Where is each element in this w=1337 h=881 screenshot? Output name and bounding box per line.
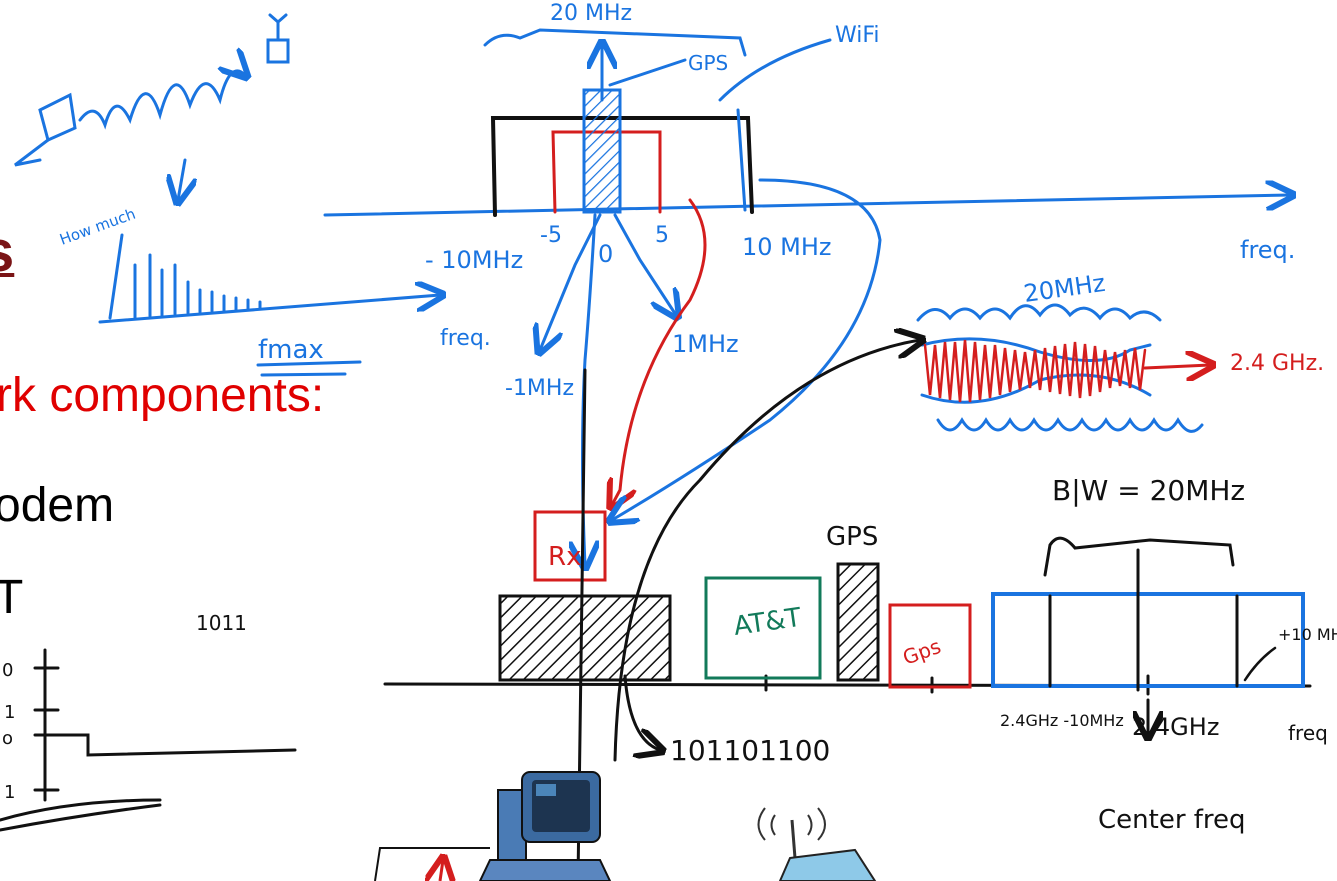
label-how-much: How much [57, 205, 138, 249]
label-gps-top: GPS [688, 51, 728, 75]
label-side-digit-2: o [2, 728, 13, 749]
label-tick-low: 2.4GHz -10MHz [1000, 711, 1124, 730]
label-gps-box: Gps [900, 634, 945, 670]
label-carrier: 2.4 GHz. [1230, 351, 1324, 376]
label-pos10mhz: 10 MHz [742, 233, 832, 261]
label-wifi: WiFi [835, 23, 880, 48]
label-bits-bottom: 101101100 [670, 734, 830, 767]
label-zero: 0 [598, 240, 613, 268]
bit-plot-sketch [0, 650, 295, 830]
label-fmax: fmax [258, 335, 324, 365]
label-bits-top: 1011 [196, 611, 247, 635]
label-plus10mhz: +10 MHz [1278, 625, 1337, 644]
label-plus1mhz: 1MHz [672, 330, 739, 358]
label-side-digit-1: 1 [4, 702, 15, 723]
laptop-sketch [15, 15, 288, 200]
wireless-router-icon [759, 808, 876, 881]
label-side-digit-3: 1 [4, 782, 15, 803]
label-att: AT&T [732, 603, 803, 642]
label-freq-left: freq. [440, 326, 491, 351]
label-freq-bottom: freq [1288, 721, 1328, 745]
label-neg5: -5 [540, 223, 562, 248]
label-rx: Rx [548, 542, 581, 572]
label-side-digit-0: 0 [2, 660, 13, 681]
label-neg10mhz: - 10MHz [425, 246, 523, 274]
computer-icon [375, 772, 610, 881]
label-gps-mid: GPS [826, 522, 878, 552]
label-minus1mhz: -1MHz [505, 376, 574, 401]
label-center-freq: Center freq [1098, 805, 1246, 835]
label-top-bandwidth: 20 MHz [550, 1, 632, 26]
label-tick-center: 2.4GHz [1132, 713, 1219, 741]
label-wave-bandwidth: 20MHz [1022, 269, 1107, 308]
modulated-wave [615, 305, 1210, 760]
label-freq-axis: freq. [1240, 236, 1295, 264]
label-bandwidth-eq: B|W = 20MHz [1052, 474, 1245, 507]
label-pos5: 5 [655, 223, 669, 248]
